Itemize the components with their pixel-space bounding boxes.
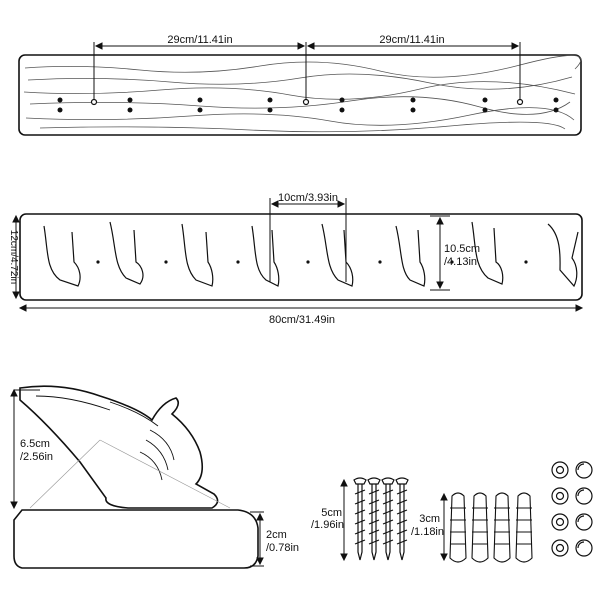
hook-3 [181, 223, 214, 287]
hardware: 5cm /1.96in 3cm /1.18in [311, 461, 593, 563]
hook-4 [251, 225, 280, 287]
screw-length-dimension [340, 478, 348, 562]
back-panel-dimension-lines [93, 42, 521, 100]
hook-8 [547, 223, 579, 288]
screw-3 [381, 477, 395, 561]
side-board [13, 509, 259, 569]
panel-height-label: 12cm/4.72in [8, 230, 19, 284]
screw-4 [395, 477, 409, 561]
screw-length-label-in: /1.96in [311, 519, 344, 531]
side-hook [19, 385, 219, 509]
board-thickness-dimension [250, 511, 264, 567]
front-view: 10cm/3.93in 10.5cm /4.13in 12cm/4.72in 8… [8, 192, 584, 326]
screw-2 [367, 477, 381, 561]
board-thickness-label-in: /0.78in [266, 542, 299, 554]
front-panel-dots [96, 260, 528, 264]
hook-2 [109, 221, 144, 285]
anchor-1 [449, 492, 467, 563]
hook-height-dimension [430, 215, 450, 291]
anchor-3 [493, 492, 511, 563]
side-hook-height-label: 6.5cm [20, 438, 50, 450]
side-view: 6.5cm /2.56in 2cm /0.78in [10, 385, 299, 569]
hook-grip-lines [35, 395, 175, 481]
back-panel: 29cm/11.41in 29cm/11.41in [18, 34, 582, 136]
washers [551, 461, 569, 557]
hook-1 [43, 225, 81, 287]
anchor-4 [515, 492, 533, 563]
front-panel-board [19, 213, 583, 301]
screws [353, 477, 409, 561]
hook-height-label-in: /4.13in [444, 256, 477, 268]
side-hook-height-label-in: /2.56in [20, 451, 53, 463]
back-panel-holes [57, 97, 559, 113]
hook-spacing-dimension [269, 198, 347, 282]
hook-spacing-label: 10cm/3.93in [278, 192, 338, 204]
hook-7 [471, 221, 504, 285]
screw-caps [575, 461, 593, 557]
hook-6 [395, 225, 426, 287]
dim-label-right-span: 29cm/11.41in [379, 34, 444, 46]
side-hook-dimension [10, 388, 40, 510]
anchor-length-dimension [440, 492, 448, 562]
front-hooks [43, 221, 579, 288]
side-guide-lines [29, 439, 231, 509]
panel-height-dimension [12, 214, 20, 300]
panel-length-dimension [18, 304, 584, 312]
hook-height-label: 10.5cm [444, 243, 480, 255]
board-thickness-label: 2cm [266, 529, 287, 541]
screw-length-label: 5cm [321, 507, 342, 519]
anchor-2 [471, 492, 489, 563]
anchor-length-label: 3cm [419, 513, 440, 525]
dim-label-left-span: 29cm/11.41in [167, 34, 232, 46]
anchor-length-label-in: /1.18in [411, 526, 444, 538]
back-panel-board [18, 54, 582, 136]
hook-5 [321, 223, 354, 287]
screw-1 [353, 477, 367, 561]
wall-anchors [449, 492, 533, 563]
wood-grain [23, 55, 582, 133]
panel-length-label: 80cm/31.49in [269, 314, 335, 326]
